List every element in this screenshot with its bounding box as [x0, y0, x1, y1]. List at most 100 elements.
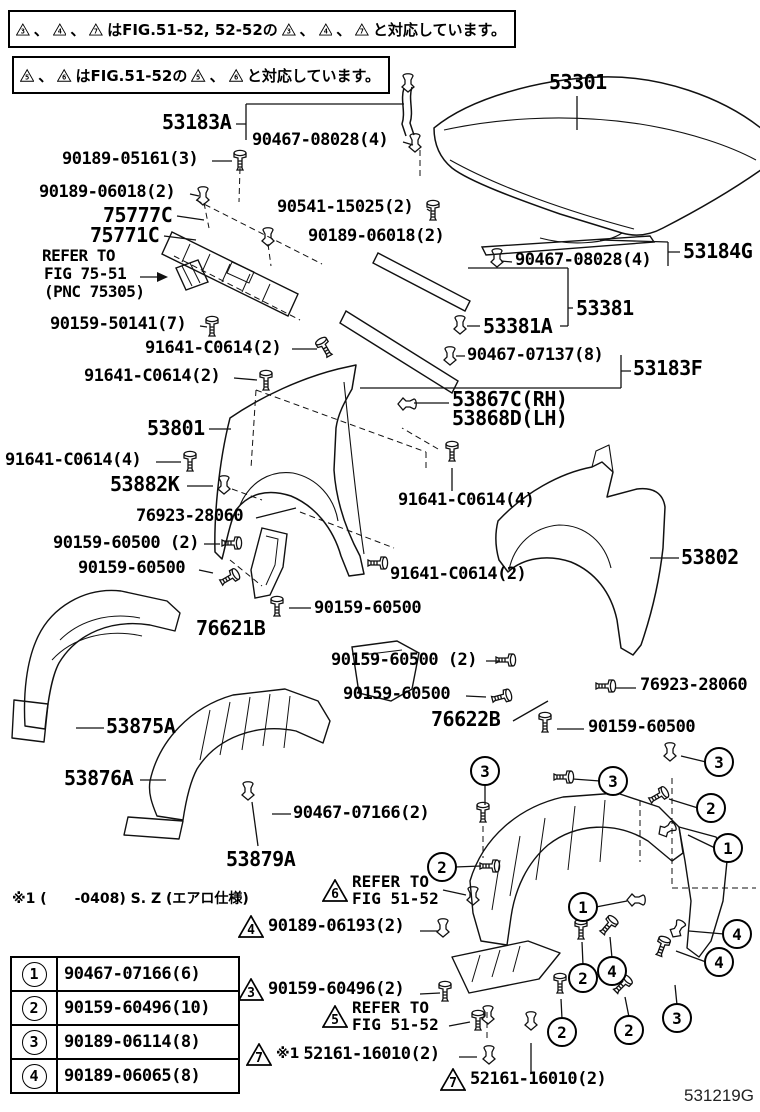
- clip-icon: [401, 73, 415, 93]
- bolt-icon: [471, 1009, 485, 1031]
- clip-icon: [482, 1045, 496, 1065]
- leader-lines: [76, 96, 725, 1074]
- part-label: 90189-05161(3): [62, 149, 199, 169]
- part-label: 91641-C0614(2): [84, 366, 221, 386]
- bolt-icon: [553, 972, 567, 994]
- part-label: 75771C: [90, 223, 160, 247]
- bolt-icon: [438, 980, 452, 1002]
- part-label: 90159-60500 (2): [331, 650, 478, 670]
- part-label: 90467-07166(2): [293, 803, 430, 823]
- callout-circle-1: 1: [713, 833, 743, 863]
- part-label: 90159-60500 (2): [53, 533, 200, 553]
- triangle-marker-7: 7: [246, 1043, 272, 1066]
- part-label: 76923-28060: [640, 675, 748, 695]
- callout-circle-2: 2: [614, 1015, 644, 1045]
- bolt-icon: [205, 315, 219, 337]
- part-label: 53867C(RH): [452, 387, 568, 411]
- callout-circle-4: 4: [597, 956, 627, 986]
- clip-icon: [443, 346, 457, 366]
- bolt-icon: [183, 450, 197, 472]
- legend-num: 2: [10, 990, 58, 1026]
- triangle-marker-4: 4: [238, 915, 264, 938]
- fender-left-art: [214, 364, 365, 577]
- svg-text:6: 6: [234, 72, 238, 81]
- liner-left-art: [11, 589, 331, 840]
- part-label: 53381A: [483, 314, 553, 338]
- bolt-icon: [495, 653, 517, 667]
- bolt-icon: [445, 440, 459, 462]
- part-label: 90541-15025(2): [277, 197, 414, 217]
- svg-text:7: 7: [94, 27, 98, 35]
- bolt-icon: [596, 913, 621, 938]
- part-label: 53301: [549, 70, 607, 94]
- clip-icon: [217, 475, 231, 495]
- part-label: 53184G: [683, 239, 753, 263]
- svg-text:6: 6: [62, 72, 66, 81]
- svg-text:7: 7: [449, 1076, 457, 1091]
- cowl-grille-art: [161, 231, 299, 317]
- triangle-marker-5: 5: [322, 1005, 348, 1028]
- part-label: 90159-60500: [314, 598, 422, 618]
- part-label: 53183A: [162, 110, 232, 134]
- bolt-icon: [217, 566, 242, 589]
- svg-text:3: 3: [287, 27, 291, 35]
- part-label: 76923-28060: [136, 506, 244, 526]
- callout-circle-3: 3: [704, 747, 734, 777]
- callout-circle-2: 2: [568, 963, 598, 993]
- legend-part-number: 90159-60496(10): [56, 990, 240, 1026]
- legend-num: 1: [10, 956, 58, 992]
- part-label: 53802: [681, 545, 739, 569]
- clip-icon: [490, 248, 504, 268]
- svg-text:7: 7: [255, 1051, 263, 1066]
- part-label: 90189-06018(2): [39, 182, 176, 202]
- part-label: 91641-C0614(2): [390, 564, 527, 584]
- triangle-marker-3: 3: [16, 22, 30, 35]
- part-label: 53882K: [110, 472, 180, 496]
- callout-circle-3: 3: [662, 1003, 692, 1033]
- mudguard-art: [250, 527, 420, 702]
- part-label: REFER TO: [42, 246, 116, 265]
- triangle-marker-7: 7: [440, 1068, 466, 1091]
- bolt-icon: [367, 556, 389, 570]
- triangle-marker-6: 6: [322, 879, 348, 902]
- callout-circle-2: 2: [427, 852, 457, 882]
- svg-text:5: 5: [25, 72, 29, 81]
- clip-icon: [466, 886, 480, 906]
- part-label: 53875A: [106, 714, 176, 738]
- callout-circle-2: 2: [547, 1017, 577, 1047]
- clip-icon: [663, 742, 677, 762]
- part-label: 90159-60500: [343, 684, 451, 704]
- callout-circle-4: 4: [722, 919, 752, 949]
- triangle-marker-7: 7: [89, 22, 104, 35]
- footnote: ※1 ( -0408) S. Z (エアロ仕様): [12, 891, 249, 907]
- bolt-icon: [553, 770, 575, 784]
- part-label: (PNC 75305): [44, 282, 145, 301]
- bolt-icon: [652, 934, 672, 959]
- hood-art: [401, 76, 760, 244]
- triangle-marker-3: 3: [281, 22, 296, 35]
- triangle-marker-4: 4: [318, 22, 333, 35]
- bolt-icon: [270, 595, 284, 617]
- clip-icon: [436, 918, 450, 938]
- construction-lines: [173, 150, 756, 1042]
- part-label: 53876A: [64, 766, 134, 790]
- part-label: 53868D(LH): [452, 406, 568, 430]
- bolt-icon: [538, 711, 552, 733]
- clip-icon: [241, 781, 255, 801]
- svg-text:7: 7: [360, 27, 364, 35]
- legend-num: 3: [10, 1024, 58, 1060]
- triangle-marker-5: 5: [191, 68, 206, 82]
- part-label: 75777C: [103, 203, 173, 227]
- part-label: 91641-C0614(4): [5, 450, 142, 470]
- triangle-marker-6: 6: [228, 68, 243, 82]
